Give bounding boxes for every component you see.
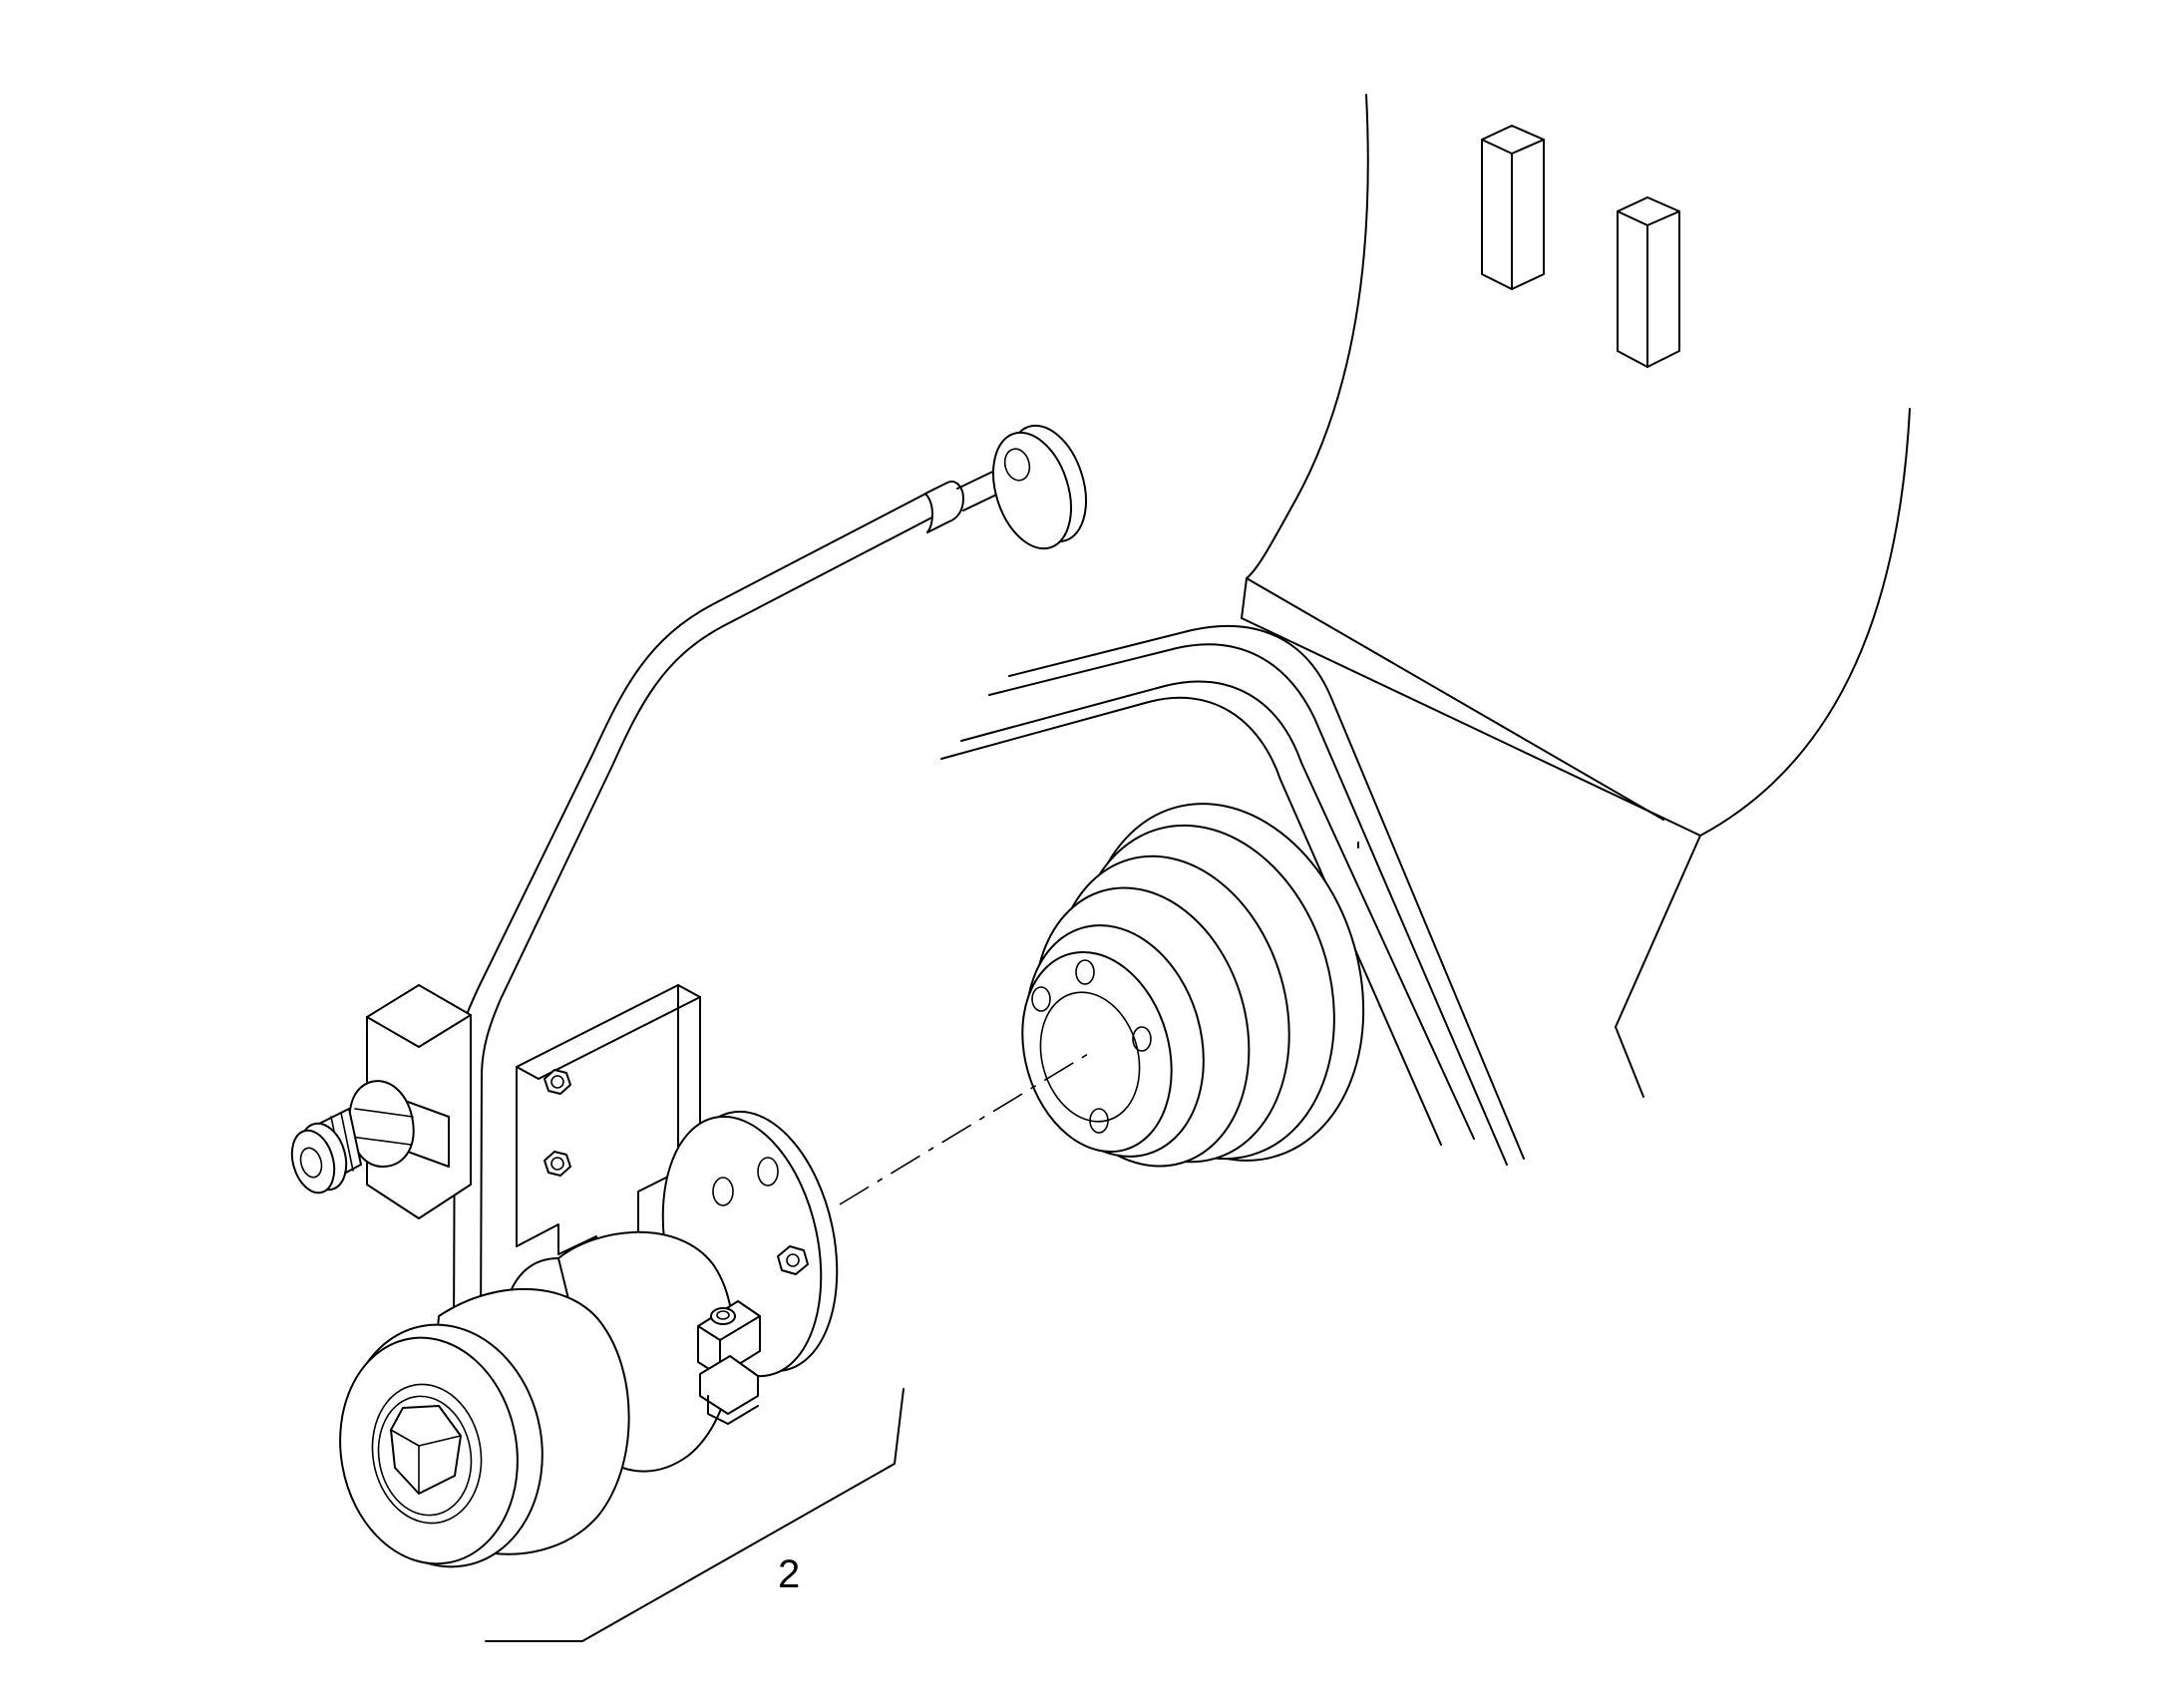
callout-leader: [485, 1388, 905, 1642]
machine-frame-casting: [940, 94, 1911, 1168]
support-rod: [453, 424, 1087, 1349]
hex-bolt-head: [390, 1405, 462, 1495]
frame-hub: [1021, 803, 1365, 1168]
hydraulic-fitting: [290, 1080, 450, 1195]
clamp-body: [339, 1230, 761, 1568]
bracket-bolt-lower: [544, 1151, 571, 1177]
alignment-centerline: [839, 1050, 1094, 1205]
callout-label-2: 2: [778, 1552, 800, 1596]
locating-post-right: [1617, 196, 1680, 368]
locating-post-left: [1481, 125, 1545, 290]
bracket-bolt-upper: [544, 1069, 571, 1095]
